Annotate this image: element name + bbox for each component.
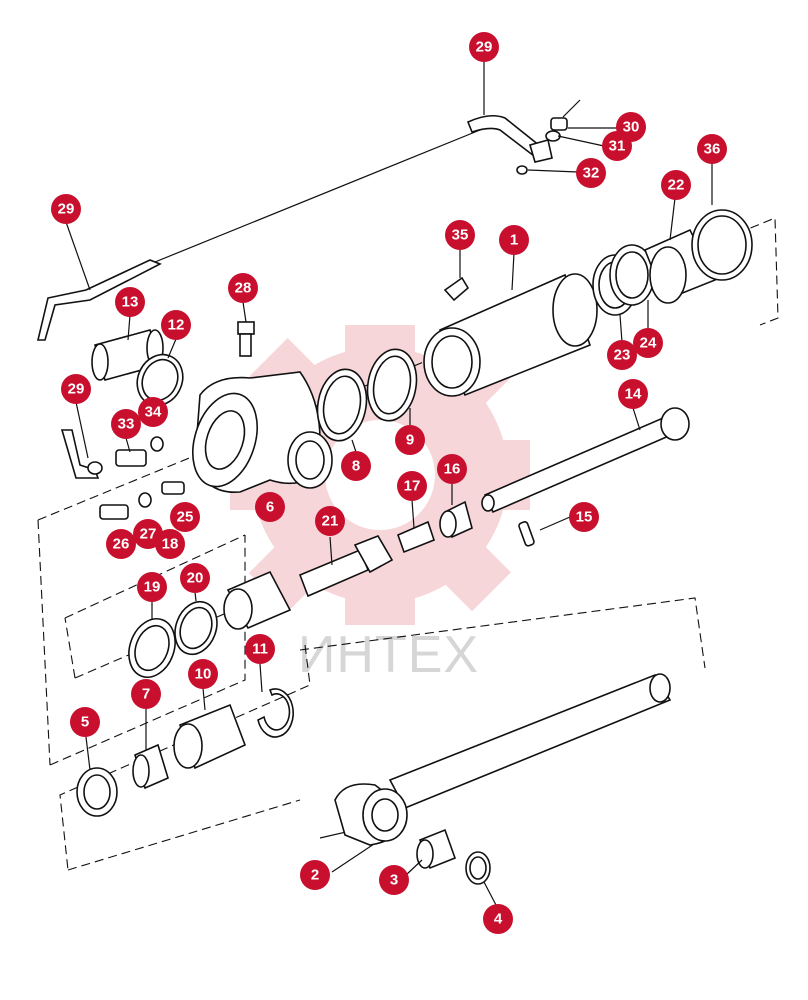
callout-17: 17 [397,471,427,501]
clip-35 [443,276,470,302]
callout-28: 28 [228,273,258,303]
svg-text:11: 11 [252,641,268,658]
svg-text:24: 24 [640,335,657,352]
callout-20: 20 [180,563,210,593]
callout-5: 5 [70,707,100,737]
callout-12: 12 [161,310,191,340]
svg-text:19: 19 [144,579,161,596]
callout-24: 24 [633,328,663,358]
callout-10: 10 [188,659,218,689]
svg-text:30: 30 [623,119,640,136]
callout-35: 35 [445,220,475,250]
svg-text:5: 5 [81,714,89,731]
svg-text:3: 3 [390,872,398,889]
fitting-30-32 [516,99,581,175]
callout-2: 2 [300,860,330,890]
parts [36,99,753,885]
callout-4: 4 [483,904,513,934]
hose-left [36,259,162,341]
spacer-16 [439,500,473,539]
hose-top [466,114,542,158]
callout-29: 29 [469,32,499,62]
fitting-33-34 [115,436,164,467]
pin-15 [518,521,535,547]
svg-text:2: 2 [311,867,319,884]
svg-text:27: 27 [140,526,157,543]
callout-23: 23 [607,340,637,370]
svg-text:10: 10 [195,666,212,683]
snap-ring-11 [257,688,295,738]
svg-text:22: 22 [668,177,685,194]
svg-text:29: 29 [68,381,85,398]
callout-22: 22 [661,170,691,200]
callout-7: 7 [131,679,161,709]
svg-text:16: 16 [444,461,461,478]
callout-11: 11 [245,634,275,664]
callout-32: 32 [576,158,606,188]
callout-1: 1 [499,225,529,255]
rod-14 [481,407,690,514]
spring-17 [396,520,435,554]
svg-text:13: 13 [122,294,139,311]
callout-14: 14 [618,379,648,409]
gland-10 [173,703,247,770]
svg-text:6: 6 [266,499,274,516]
svg-text:36: 36 [704,141,721,158]
callout-21: 21 [315,506,345,536]
svg-text:29: 29 [58,201,75,218]
callout-34: 34 [138,397,168,427]
callout-29: 29 [51,194,81,224]
svg-text:25: 25 [177,509,194,526]
callout-9: 9 [395,425,425,455]
leader-lines [65,60,713,906]
svg-text:31: 31 [609,138,626,155]
svg-text:20: 20 [187,570,204,587]
svg-text:18: 18 [162,536,179,553]
callout-13: 13 [115,287,145,317]
svg-text:7: 7 [142,686,150,703]
callout-26: 26 [106,529,136,559]
callout-29: 29 [61,374,91,404]
small-parts-18-27 [99,481,185,520]
callout-33: 33 [111,409,141,439]
watermark-text: ИНТЕХ [298,626,479,684]
callout-6: 6 [255,492,285,522]
housing-6 [192,371,333,493]
bolt-28 [237,321,255,357]
callout-18: 18 [155,529,185,559]
svg-text:26: 26 [113,536,130,553]
svg-text:33: 33 [118,416,135,433]
svg-text:29: 29 [476,39,493,56]
svg-text:21: 21 [322,513,339,530]
svg-text:15: 15 [576,509,593,526]
svg-text:28: 28 [235,280,252,297]
callouts: 29 30 31 32 36 22 29 35 1 28 13 12 24 23… [51,32,727,934]
svg-text:9: 9 [406,432,414,449]
callout-8: 8 [341,451,371,481]
svg-text:17: 17 [404,478,421,495]
bushing-7 [132,743,169,790]
tube-1 [423,273,598,397]
callout-19: 19 [137,572,167,602]
callout-15: 15 [569,502,599,532]
callout-16: 16 [437,454,467,484]
callout-36: 36 [697,134,727,164]
bolt-21 [298,535,394,598]
bushing-3 [416,828,457,870]
svg-text:4: 4 [494,911,503,928]
svg-text:12: 12 [168,317,185,334]
svg-text:35: 35 [452,227,469,244]
rod-eye-2 [334,673,672,846]
callout-3: 3 [379,865,409,895]
svg-text:8: 8 [352,458,360,475]
callout-25: 25 [170,502,200,532]
svg-text:34: 34 [145,404,162,421]
svg-text:23: 23 [614,347,631,364]
svg-text:1: 1 [510,232,518,249]
svg-text:32: 32 [583,165,600,182]
piston [223,570,292,630]
svg-text:14: 14 [625,386,642,403]
callout-31: 31 [602,131,632,161]
